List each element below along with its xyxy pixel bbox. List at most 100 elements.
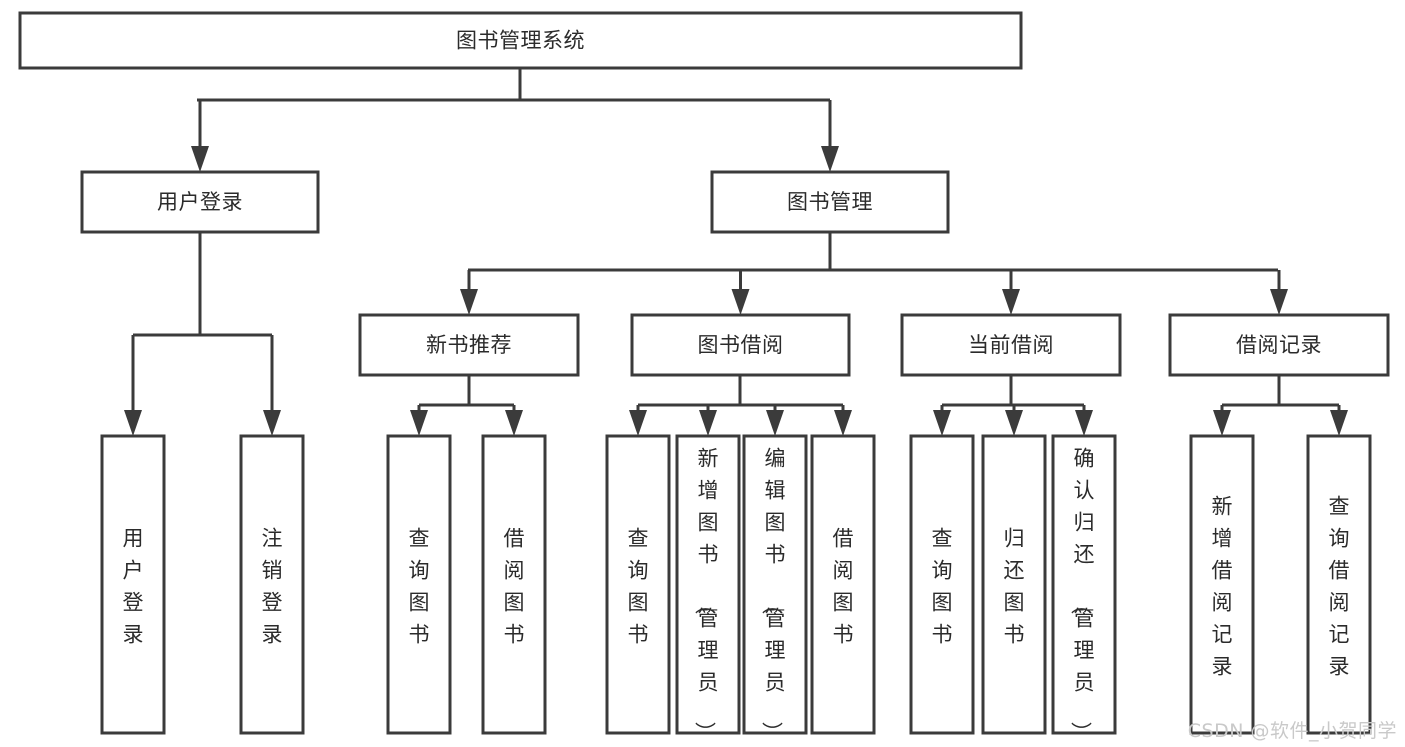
connector-bar-newbook bbox=[419, 375, 514, 407]
edge-newbook-to-leaf-newbook-2 bbox=[505, 405, 523, 436]
node-leaf-record-1[interactable]: 新增借阅记录 bbox=[1189, 434, 1255, 735]
node-label: 借阅记录 bbox=[1236, 333, 1322, 357]
arrow-head-icon bbox=[1270, 289, 1288, 315]
arrow-head-icon bbox=[1075, 410, 1093, 436]
node-box[interactable] bbox=[900, 313, 1122, 377]
node-label: 编辑图书（管理员） bbox=[760, 446, 786, 742]
edge-borrow-to-leaf-borrow-3 bbox=[766, 405, 784, 436]
arrow-head-icon bbox=[834, 410, 852, 436]
node-box[interactable] bbox=[810, 434, 876, 735]
edge-bookmgmt-to-newbook bbox=[460, 270, 478, 315]
node-box[interactable] bbox=[1189, 434, 1255, 735]
node-bookmgmt[interactable]: 图书管理 bbox=[710, 170, 950, 234]
connector-bar-bookmgmt bbox=[468, 232, 1278, 272]
node-box[interactable] bbox=[630, 313, 851, 377]
arrow-head-icon bbox=[460, 289, 478, 315]
node-label: 查询图书 bbox=[409, 526, 430, 646]
node-label: 图书管理系统 bbox=[456, 29, 585, 53]
connector-bar-root bbox=[197, 68, 830, 102]
edge-root-to-bookmgmt bbox=[821, 100, 839, 172]
edges-layer bbox=[124, 68, 1348, 436]
node-box[interactable] bbox=[100, 434, 166, 735]
edge-login-to-leaf-login-1 bbox=[124, 335, 142, 436]
edge-login-to-leaf-login-2 bbox=[263, 335, 281, 436]
arrow-head-icon bbox=[1213, 410, 1231, 436]
node-leaf-login-1[interactable]: 用户登录 bbox=[100, 434, 166, 735]
node-label: 图书借阅 bbox=[698, 333, 784, 357]
node-box[interactable] bbox=[981, 434, 1047, 735]
edge-bookmgmt-to-borrow bbox=[731, 270, 750, 315]
node-label: 新增借阅记录 bbox=[1212, 494, 1233, 678]
node-leaf-current-1[interactable]: 查询图书 bbox=[909, 434, 975, 735]
node-current[interactable]: 当前借阅 bbox=[900, 313, 1122, 377]
node-leaf-borrow-2[interactable]: 新增图书（管理员） bbox=[675, 434, 741, 742]
arrow-head-icon bbox=[1002, 289, 1020, 315]
node-box[interactable] bbox=[481, 434, 547, 735]
node-box[interactable] bbox=[742, 434, 808, 735]
arrow-head-icon bbox=[505, 410, 523, 436]
edge-current-to-leaf-current-3 bbox=[1075, 405, 1093, 436]
edge-current-to-leaf-current-1 bbox=[933, 405, 951, 436]
node-box[interactable] bbox=[358, 313, 580, 377]
arrow-head-icon bbox=[1005, 410, 1023, 436]
node-box[interactable] bbox=[1306, 434, 1372, 735]
edge-newbook-to-leaf-newbook-1 bbox=[410, 405, 428, 436]
arrow-head-icon bbox=[731, 289, 750, 315]
arrow-head-icon bbox=[263, 410, 281, 436]
node-box[interactable] bbox=[1168, 313, 1390, 377]
node-leaf-record-2[interactable]: 查询借阅记录 bbox=[1306, 434, 1372, 735]
node-label: 新书推荐 bbox=[426, 333, 512, 357]
node-leaf-current-2[interactable]: 归还图书 bbox=[981, 434, 1047, 735]
node-leaf-login-2[interactable]: 注销登录 bbox=[239, 434, 305, 735]
node-label: 借阅图书 bbox=[833, 526, 854, 646]
node-leaf-borrow-1[interactable]: 查询图书 bbox=[605, 434, 671, 735]
node-leaf-borrow-3[interactable]: 编辑图书（管理员） bbox=[742, 434, 808, 742]
node-leaf-borrow-4[interactable]: 借阅图书 bbox=[810, 434, 876, 735]
arrow-head-icon bbox=[699, 410, 717, 436]
node-box[interactable] bbox=[710, 170, 950, 234]
edge-bookmgmt-to-record bbox=[1270, 270, 1288, 315]
arrow-head-icon bbox=[821, 146, 839, 172]
connector-bar-login bbox=[133, 232, 272, 337]
arrow-head-icon bbox=[1330, 410, 1348, 436]
node-login[interactable]: 用户登录 bbox=[80, 170, 320, 234]
connector-bar-current bbox=[942, 375, 1084, 407]
node-box[interactable] bbox=[239, 434, 305, 735]
node-leaf-newbook-1[interactable]: 查询图书 bbox=[386, 434, 452, 735]
node-label: 用户登录 bbox=[157, 190, 243, 214]
edge-borrow-to-leaf-borrow-4 bbox=[834, 405, 852, 436]
node-box[interactable] bbox=[1051, 434, 1117, 735]
node-label: 归还图书 bbox=[1004, 526, 1025, 646]
node-label: 用户登录 bbox=[123, 526, 144, 646]
node-root[interactable]: 图书管理系统 bbox=[18, 11, 1023, 70]
node-box[interactable] bbox=[675, 434, 741, 735]
arrow-head-icon bbox=[410, 410, 428, 436]
edge-record-to-leaf-record-1 bbox=[1213, 405, 1231, 436]
node-label: 查询借阅记录 bbox=[1329, 494, 1350, 678]
node-label: 查询图书 bbox=[932, 526, 953, 646]
node-leaf-current-3[interactable]: 确认归还（管理员） bbox=[1051, 434, 1117, 742]
edge-current-to-leaf-current-2 bbox=[1005, 405, 1023, 436]
connector-bar-borrow bbox=[638, 375, 843, 407]
arrow-head-icon bbox=[124, 410, 142, 436]
node-box[interactable] bbox=[386, 434, 452, 735]
arrow-head-icon bbox=[191, 146, 209, 172]
node-label: 新增图书（管理员） bbox=[693, 446, 719, 742]
node-box[interactable] bbox=[605, 434, 671, 735]
node-box[interactable] bbox=[18, 11, 1023, 70]
connector-bar-record bbox=[1222, 375, 1339, 407]
node-label: 确认归还（管理员） bbox=[1069, 446, 1095, 742]
edge-record-to-leaf-record-2 bbox=[1330, 405, 1348, 436]
node-borrow[interactable]: 图书借阅 bbox=[630, 313, 851, 377]
edge-bookmgmt-to-current bbox=[1002, 270, 1020, 315]
node-label: 图书管理 bbox=[787, 190, 873, 214]
node-label: 查询图书 bbox=[628, 526, 649, 646]
node-newbook[interactable]: 新书推荐 bbox=[358, 313, 580, 377]
node-box[interactable] bbox=[80, 170, 320, 234]
node-leaf-newbook-2[interactable]: 借阅图书 bbox=[481, 434, 547, 735]
node-label: 借阅图书 bbox=[504, 526, 525, 646]
edge-root-to-login bbox=[191, 100, 209, 172]
node-record[interactable]: 借阅记录 bbox=[1168, 313, 1390, 377]
node-label: 当前借阅 bbox=[968, 333, 1054, 357]
node-box[interactable] bbox=[909, 434, 975, 735]
